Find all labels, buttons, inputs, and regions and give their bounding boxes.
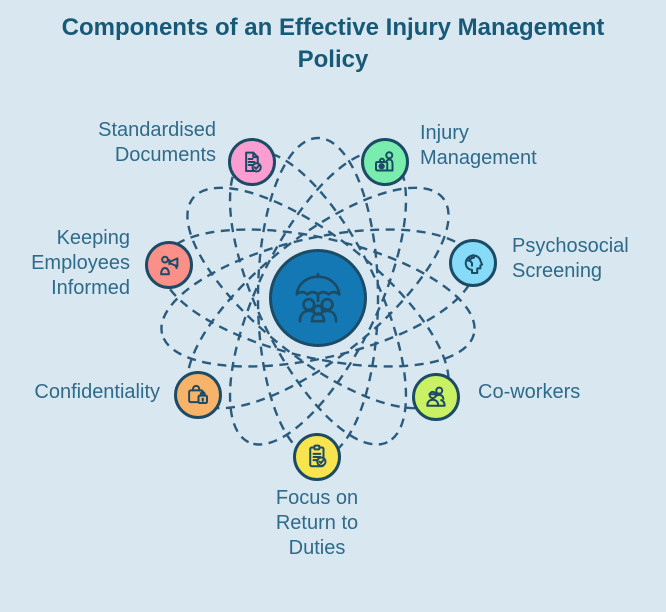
document-check-icon bbox=[245, 151, 262, 173]
node-co-workers bbox=[412, 373, 460, 421]
mind-profile-icon bbox=[464, 254, 484, 274]
label-focus-on-return-to-duties: Focus on Return to Duties bbox=[275, 487, 359, 559]
node-keeping-employees-informed bbox=[145, 241, 193, 289]
node-psychosocial-screening bbox=[449, 239, 497, 287]
locked-bag-icon bbox=[188, 384, 208, 405]
clipboard-check-icon bbox=[309, 444, 327, 468]
node-standardised-documents bbox=[228, 138, 276, 186]
center-hub bbox=[269, 249, 367, 347]
node-injury-management bbox=[361, 138, 409, 186]
node-focus-on-return-to-duties bbox=[293, 433, 341, 481]
label-psychosocial-screening: Psychosocial Screening bbox=[512, 235, 629, 282]
node-confidentiality bbox=[174, 371, 222, 419]
injured-worker-icon bbox=[375, 151, 394, 172]
label-confidentiality: Confidentiality bbox=[34, 381, 160, 403]
label-co-workers: Co-workers bbox=[478, 381, 581, 403]
page-title: Components of an Effective Injury Manage… bbox=[61, 14, 605, 73]
people-group-icon bbox=[426, 386, 446, 407]
announcement-icon bbox=[160, 255, 179, 276]
umbrella-family-icon bbox=[295, 272, 341, 323]
label-keeping-employees-informed: Keeping Employees Informed bbox=[31, 227, 130, 299]
label-injury-management: Injury Management bbox=[420, 122, 537, 169]
label-standardised-documents: Standardised Documents bbox=[98, 119, 216, 166]
